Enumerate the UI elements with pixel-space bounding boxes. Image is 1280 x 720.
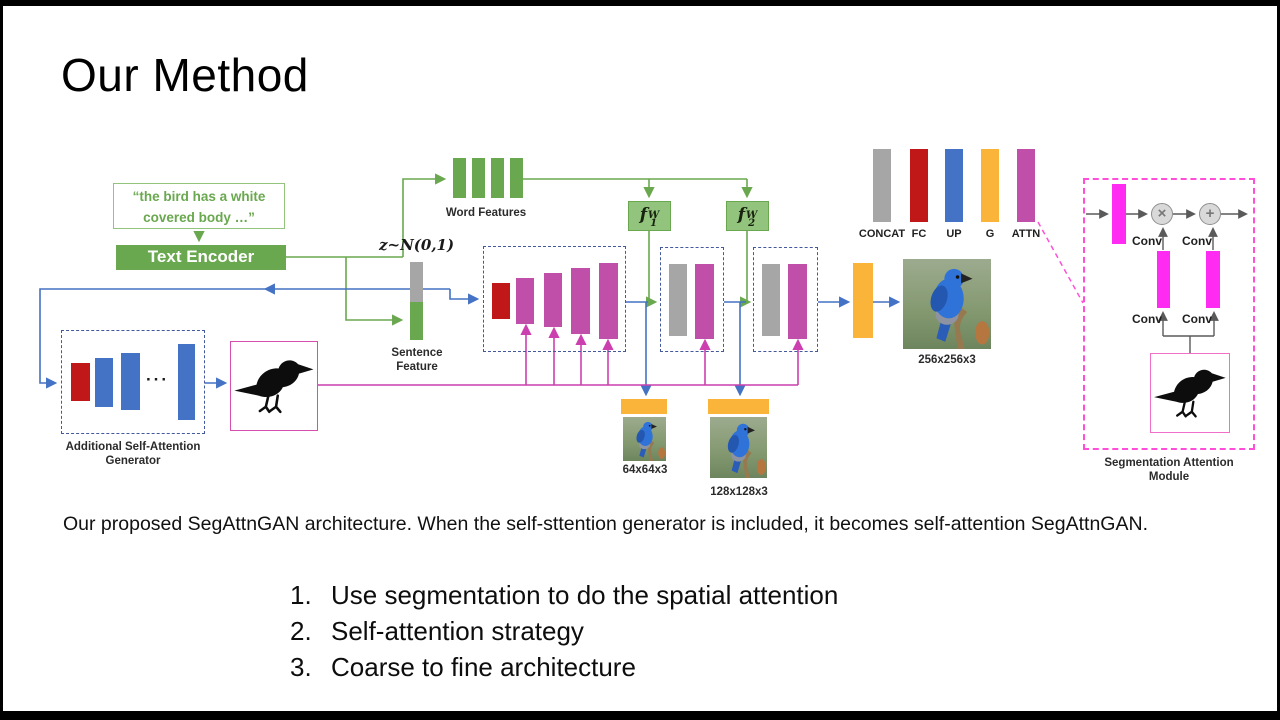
legend-attn-label: ATTN — [1011, 228, 1041, 240]
legend-fc-label: FC — [911, 228, 927, 240]
multiply-op-icon: × — [1151, 203, 1173, 225]
sentence-feature-label: Sentence Feature — [391, 347, 443, 374]
conv-label: Conv — [1182, 312, 1212, 326]
bird-silhouette-icon — [233, 359, 315, 414]
conv-label: Conv — [1132, 234, 1162, 248]
image-64-label: 64x64x3 — [622, 464, 668, 476]
generator-stage3-box — [753, 247, 818, 352]
self-attention-generator-label: Additional Self-Attention Generator — [65, 441, 201, 468]
legend-g-label: G — [985, 228, 995, 240]
page-title: Our Method — [61, 49, 309, 101]
f2-sub: 2 — [748, 218, 756, 229]
word-feature-bar — [491, 158, 504, 198]
concat-bar — [762, 264, 780, 336]
bird-silhouette-icon — [1152, 368, 1227, 418]
attn-bar — [571, 268, 590, 334]
list-item-text: Coarse to fine architecture — [331, 652, 636, 682]
segmentation-input-box — [1150, 353, 1230, 433]
figure-caption: Our proposed SegAttnGAN architecture. Wh… — [63, 513, 1148, 535]
up-bar — [121, 353, 140, 410]
attn-bar — [544, 273, 562, 327]
noise-feature-bar — [410, 262, 423, 302]
word-feature-bar — [472, 158, 485, 198]
attn-bar — [516, 278, 534, 324]
generated-image-128 — [710, 417, 767, 478]
bullet-list: 1. Use segmentation to do the spatial at… — [290, 577, 838, 685]
input-text-quote: “the bird has a white covered body …” — [113, 183, 285, 229]
up-bar — [178, 344, 195, 420]
conv-label: Conv — [1132, 312, 1162, 326]
generator-g-bar — [853, 263, 873, 338]
f2-base: f — [737, 205, 746, 225]
attn-feature-bar — [1112, 184, 1126, 244]
generator-stage1-box — [483, 246, 626, 352]
list-item-number: 1. — [290, 580, 312, 610]
sentence-feature-bar — [410, 302, 423, 340]
image-128-label: 128x128x3 — [710, 486, 768, 498]
legend-concat-swatch — [873, 149, 891, 222]
f1-sup: W — [648, 210, 660, 221]
list-item: 3. Coarse to fine architecture — [290, 649, 838, 685]
list-item-text: Use segmentation to do the spatial atten… — [331, 580, 839, 610]
fc-bar — [71, 363, 90, 401]
add-op-icon: + — [1199, 203, 1221, 225]
list-item-number: 2. — [290, 616, 312, 646]
text-encoder-box: Text Encoder — [116, 245, 286, 270]
legend-up-swatch — [945, 149, 963, 222]
legend-g-swatch — [981, 149, 999, 222]
concat-bar — [669, 264, 687, 336]
word-features-label: Word Features — [445, 207, 527, 219]
generator-g-bar — [708, 399, 769, 414]
generator-stage2-box — [660, 247, 724, 352]
list-item-number: 3. — [290, 652, 312, 682]
segmentation-attention-module-box — [1083, 178, 1255, 450]
legend-up-label: UP — [946, 228, 962, 240]
conv-feature-bar — [1157, 251, 1170, 308]
segmentation-map-box — [230, 341, 318, 431]
list-item: 2. Self-attention strategy — [290, 613, 838, 649]
legend-attn-swatch — [1017, 149, 1035, 222]
slide-canvas: Our Method “the bird has a white covered… — [2, 5, 1278, 712]
conv-label: Conv — [1182, 234, 1212, 248]
f2-sup: W — [746, 210, 758, 221]
segmentation-attention-module-label: Segmentation Attention Module — [1104, 457, 1234, 484]
word-feature-bar — [453, 158, 466, 198]
f1-base: f — [639, 205, 648, 225]
list-item-text: Self-attention strategy — [331, 616, 584, 646]
legend-fc-swatch — [910, 149, 928, 222]
ellipsis-dots: ··· — [146, 370, 169, 389]
up-bar — [95, 358, 113, 407]
legend-concat-label: CONCAT — [858, 228, 906, 240]
self-attention-generator-box — [61, 330, 205, 434]
generated-image-64 — [623, 417, 666, 461]
attn-bar — [599, 263, 618, 339]
f1-sub: 1 — [650, 218, 658, 229]
noise-label: z~N(0,1) — [379, 236, 455, 254]
generator-g-bar — [621, 399, 667, 414]
word-feature-bar — [510, 158, 523, 198]
image-256-label: 256x256x3 — [918, 354, 976, 366]
attn-bar — [695, 264, 714, 339]
attn-bar — [788, 264, 807, 339]
fc-bar — [492, 283, 510, 319]
list-item: 1. Use segmentation to do the spatial at… — [290, 577, 838, 613]
conv-feature-bar — [1206, 251, 1220, 308]
generated-image-256 — [903, 259, 991, 349]
